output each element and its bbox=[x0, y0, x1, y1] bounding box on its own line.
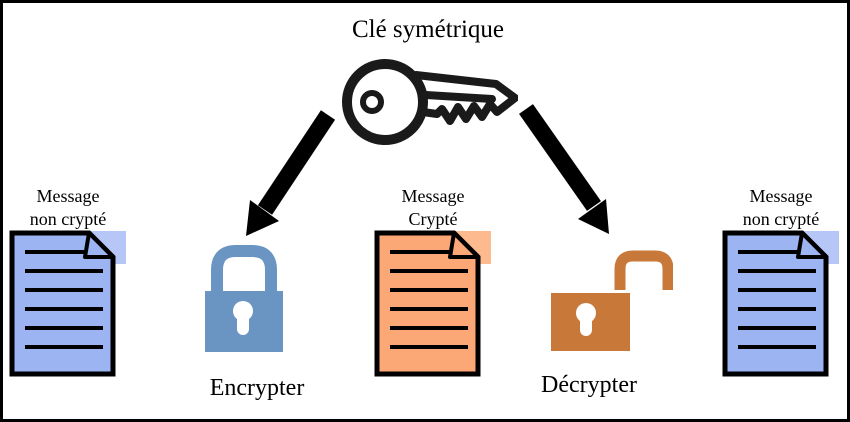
text-lines bbox=[738, 250, 816, 349]
keyhole bbox=[576, 303, 596, 336]
padlock-shackle-open bbox=[614, 250, 674, 290]
document-icon-blue bbox=[722, 230, 839, 377]
key-bow bbox=[342, 59, 428, 145]
decrypt-label: Décrypter bbox=[541, 372, 637, 398]
closed-padlock-icon bbox=[201, 245, 291, 355]
document-label: Message non crypté bbox=[3, 185, 135, 230]
document-icon-blue bbox=[9, 230, 126, 377]
document-label: Message Crypté bbox=[366, 185, 500, 230]
text-lines bbox=[390, 250, 468, 349]
encrypt-label: Encrypter bbox=[209, 375, 305, 401]
key-icon-svg bbox=[342, 59, 519, 145]
document-icon-orange bbox=[374, 230, 491, 377]
key-slot bbox=[422, 91, 496, 103]
document-label-line2: Crypté bbox=[408, 208, 458, 229]
document-label: Message non crypté bbox=[714, 185, 847, 230]
document-label-line2: non crypté bbox=[29, 208, 107, 229]
fold-corner bbox=[448, 231, 480, 259]
keyhole bbox=[233, 301, 253, 335]
padlock-shackle bbox=[211, 245, 277, 293]
key-icon bbox=[338, 51, 519, 151]
document-label-line1: Message bbox=[749, 186, 813, 206]
text-lines bbox=[25, 250, 103, 349]
fold-corner bbox=[796, 231, 828, 259]
open-padlock-icon bbox=[548, 248, 674, 353]
top-border-notch bbox=[415, 3, 427, 7]
document-label-line1: Message bbox=[36, 186, 100, 206]
document-label-line2: non crypté bbox=[742, 208, 820, 229]
arrow-to-encrypt bbox=[246, 110, 336, 236]
fold-corner bbox=[83, 231, 115, 259]
arrow-to-decrypt bbox=[519, 104, 609, 234]
key-bow-hole bbox=[360, 90, 384, 114]
document-label-line1: Message bbox=[401, 186, 465, 206]
diagram-title: Clé symétrique bbox=[351, 16, 505, 43]
